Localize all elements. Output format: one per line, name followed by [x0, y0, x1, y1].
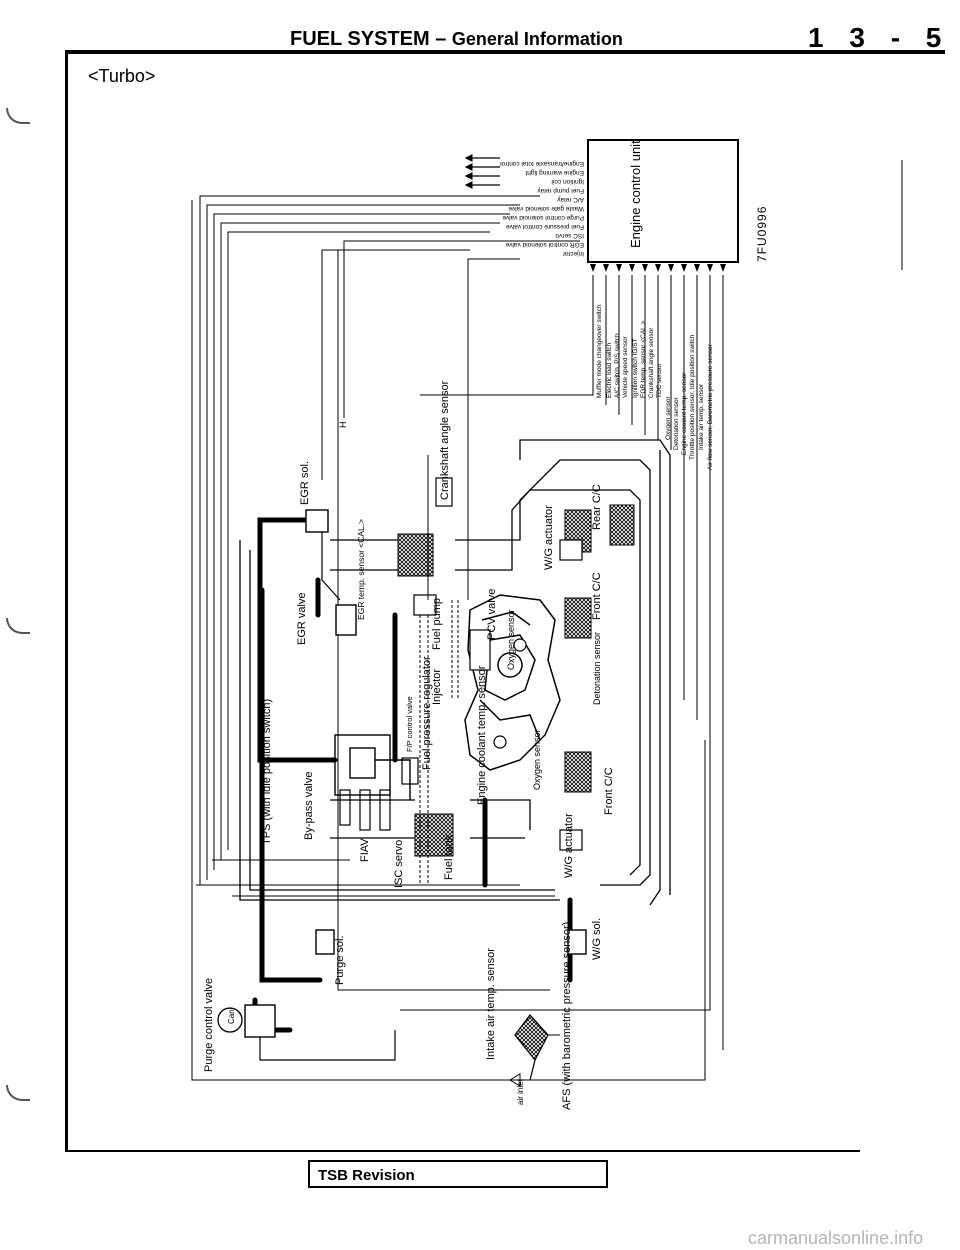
ecu-input-label: EGR temp. sensor <CAL.> [640, 320, 647, 398]
label-fiav: FIAV [359, 838, 371, 862]
air-cleaner [414, 813, 454, 857]
rear-catalytic-converter [609, 504, 635, 546]
egr-solenoid [305, 509, 329, 533]
ecu-output-label: Injector [562, 250, 584, 257]
label-front-cc-bottom: Front C/C [603, 767, 615, 815]
ecu-title: Engine control unit [628, 140, 643, 248]
page-title: FUEL SYSTEM – General Information [290, 28, 623, 51]
label-egr-sol: EGR sol. [299, 461, 311, 505]
oxygen-sensor [513, 638, 527, 652]
label-tps: TPS (with idle position switch) [261, 699, 273, 845]
label-oxygen-sensor-bottom: Oxygen sensor [532, 729, 542, 790]
ecu-input-label: Muffler mode changeover switch [596, 304, 603, 398]
oxygen-sensor [493, 735, 507, 749]
label-wg-actuator-top: W/G actuator [543, 505, 555, 570]
egr-valve [335, 604, 357, 636]
label-crankshaft-angle-sensor: Crankshaft angle sensor [439, 380, 451, 500]
wastegate-actuator [559, 829, 583, 851]
fuel-pump [413, 594, 437, 616]
ecu-input-label: Air flow sensor, Barometric pressure sen… [707, 343, 714, 470]
label-fuel-pressure-regulator: Fuel pressure regulator [421, 656, 433, 770]
ecu-input-label: Throttle position sensor, Idle position … [689, 334, 696, 460]
air-flow-sensor [514, 1013, 549, 1062]
wastegate-actuator [559, 539, 583, 561]
engine-block [464, 594, 561, 771]
label-fuel-pump: Fuel pump [431, 598, 443, 650]
ecu-input-label: TDC sensor [656, 362, 663, 398]
canister [217, 1007, 243, 1033]
label-wg-sol: W/G sol. [591, 918, 603, 960]
label-purge-control-valve: Purge control valve [203, 978, 215, 1072]
label-purge-sol: Purge sol. [334, 935, 346, 985]
page-number: 1 3 - 5 [808, 22, 951, 53]
tsb-revision-box: TSB Revision [308, 1160, 608, 1188]
ecu-input-label: Electric load switch [606, 342, 613, 398]
label-fp-control-valve: F/P control valve [405, 696, 414, 752]
variant-label: <Turbo> [88, 66, 156, 86]
ecu-output-label: Fuel pressure control valve [506, 223, 584, 230]
ecu-input-label: Ignition switch IG/ST [632, 338, 639, 398]
label-fuel-tank: Fuel tank [443, 834, 455, 880]
footer-rule [65, 1150, 860, 1152]
ecu-output-label: Engine warning light [525, 169, 584, 176]
label-egr-temp-sensor: EGR temp. sensor <CAL.> [356, 519, 366, 620]
ecu-input-label: Detonation sensor [673, 396, 680, 450]
ecu-output-label: Waste gate solenoid valve [508, 205, 584, 212]
ecu-input-label: Intake air temp. sensor [698, 383, 705, 450]
ecu-input-label: Engine coolant temp. sensor [681, 372, 688, 455]
label-marker-h: H [338, 422, 348, 429]
ecu-input-label: A/C switch, P/S switch [614, 333, 621, 398]
watermark: carmanualsonline.info [748, 1228, 924, 1248]
air-inlet-arrow [509, 1073, 521, 1087]
purge-solenoid [315, 929, 335, 955]
label-front-cc-top: Front C/C [591, 572, 603, 620]
purge-control-valve [244, 1004, 276, 1038]
ecu-output-label: Fuel pump relay [537, 187, 584, 194]
injector [469, 629, 491, 671]
label-intake-air-temp-sensor: Intake air temp. sensor [485, 948, 497, 1060]
label-isc-servo: ISC servo [393, 840, 405, 888]
ecu-output-label: Ignition coil [551, 178, 584, 185]
throttle-body [334, 734, 411, 800]
ecu-output-label: EGR control solenoid valve [505, 241, 584, 248]
ecu-input-label: Crankshaft angle sensor [648, 327, 655, 398]
wastegate-solenoid [567, 929, 587, 955]
ecu-output-label: Purge control solenoid valve [502, 214, 584, 221]
title-sub: General Information [451, 29, 623, 49]
label-pcv-valve: PCV valve [486, 589, 498, 640]
ecu-input-label: Oxygen sensor [665, 395, 672, 440]
ecu-box [587, 139, 739, 263]
margin-rule [65, 50, 68, 1150]
crankshaft-angle-sensor [435, 477, 453, 507]
title-main: FUEL SYSTEM – [290, 28, 452, 50]
label-injector: Injector [431, 669, 443, 705]
ecu-output-label: Engine/transaxle total control [500, 160, 584, 167]
label-oxygen-sensor-top: Oxygen sensor [506, 609, 516, 670]
label-afs: AFS (with barometric pressure sensor) [561, 922, 573, 1110]
ecu-output-label: ISC servo [555, 232, 584, 239]
label-wg-actuator-bottom: W/G actuator [563, 813, 575, 878]
label-canister: Cani [227, 1007, 236, 1024]
figure-code: 7FU0996 [755, 206, 769, 262]
header-rule [65, 50, 945, 54]
front-catalytic-converter [564, 751, 592, 793]
front-catalytic-converter [564, 597, 592, 639]
ecu-input-label: Vehicle speed sensor [622, 335, 629, 398]
intercooler [397, 533, 434, 577]
label-detonation-sensor: Detonation sensor [592, 632, 602, 705]
label-air-inlet: air inlet [516, 1078, 525, 1105]
label-engine-coolant-temp-sensor: Engine coolant temp. sensor [476, 665, 488, 805]
label-bypass-valve: By-pass valve [303, 772, 315, 840]
label-rear-cc: Rear C/C [591, 484, 603, 530]
label-egr-valve: EGR valve [296, 592, 308, 645]
ecu-output-label: A/C relay [557, 196, 584, 203]
